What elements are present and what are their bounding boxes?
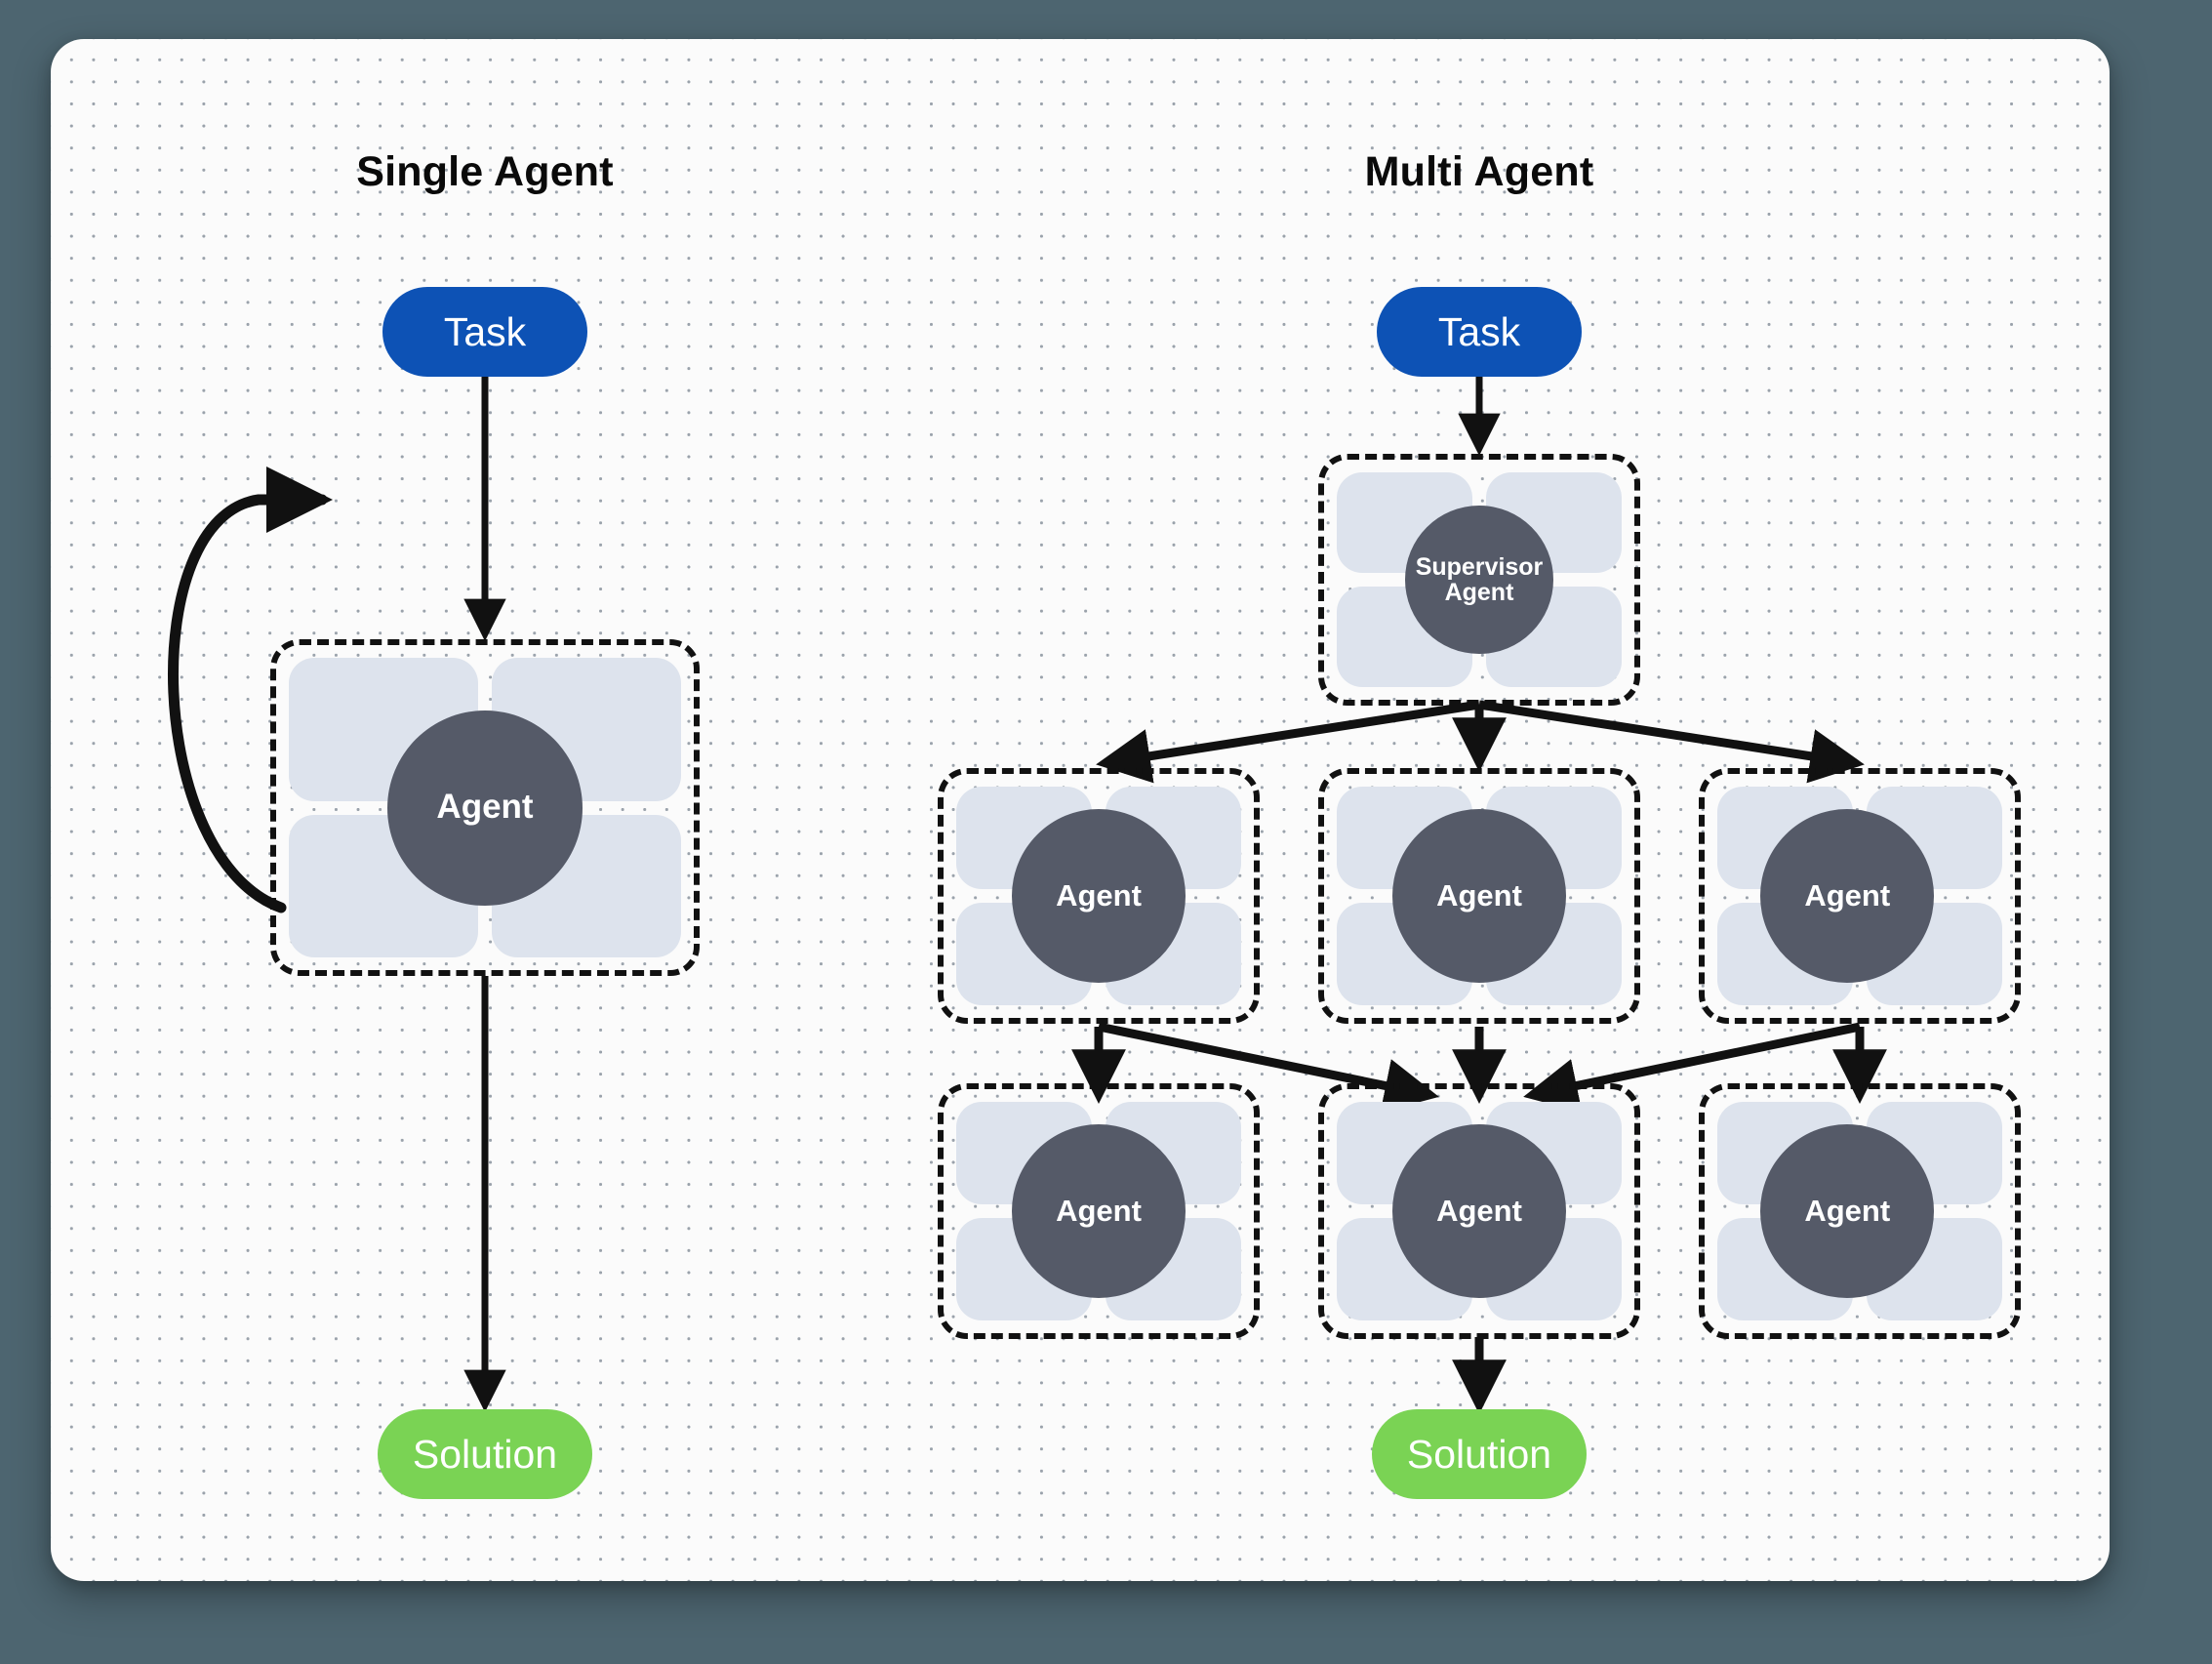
solution-node-multi[interactable]: Solution [1372,1409,1587,1499]
agent-node-bottom-left[interactable]: Agent [938,1083,1260,1339]
supervisor-label-line2: Agent [1444,579,1514,606]
agent-node-bottom-center[interactable]: Agent [1318,1083,1640,1339]
supervisor-agent-node[interactable]: Supervisor Agent [1318,454,1640,706]
supervisor-circle-label: Supervisor Agent [1405,506,1553,654]
panel-title-multi-agent: Multi Agent [1364,148,1594,195]
agent-circle-label: Agent [1760,809,1935,983]
task-node-single[interactable]: Task [382,287,587,377]
solution-node-single[interactable]: Solution [378,1409,592,1499]
agent-node-mid-center[interactable]: Agent [1318,768,1640,1024]
agent-circle-label: Agent [1012,809,1186,983]
agent-node-single[interactable]: Agent [270,639,700,976]
agent-node-mid-left[interactable]: Agent [938,768,1260,1024]
agent-node-bottom-right[interactable]: Agent [1699,1083,2021,1339]
agent-circle-label: Agent [1392,809,1566,983]
agent-node-mid-right[interactable]: Agent [1699,768,2021,1024]
agent-circle-label: Agent [1392,1124,1566,1298]
agent-circle-label: Agent [1012,1124,1186,1298]
panel-title-single-agent: Single Agent [356,148,614,195]
agent-circle-label: Agent [1760,1124,1935,1298]
task-node-multi[interactable]: Task [1377,287,1582,377]
supervisor-label-line1: Supervisor [1415,553,1544,581]
agent-circle-label: Agent [387,710,583,906]
